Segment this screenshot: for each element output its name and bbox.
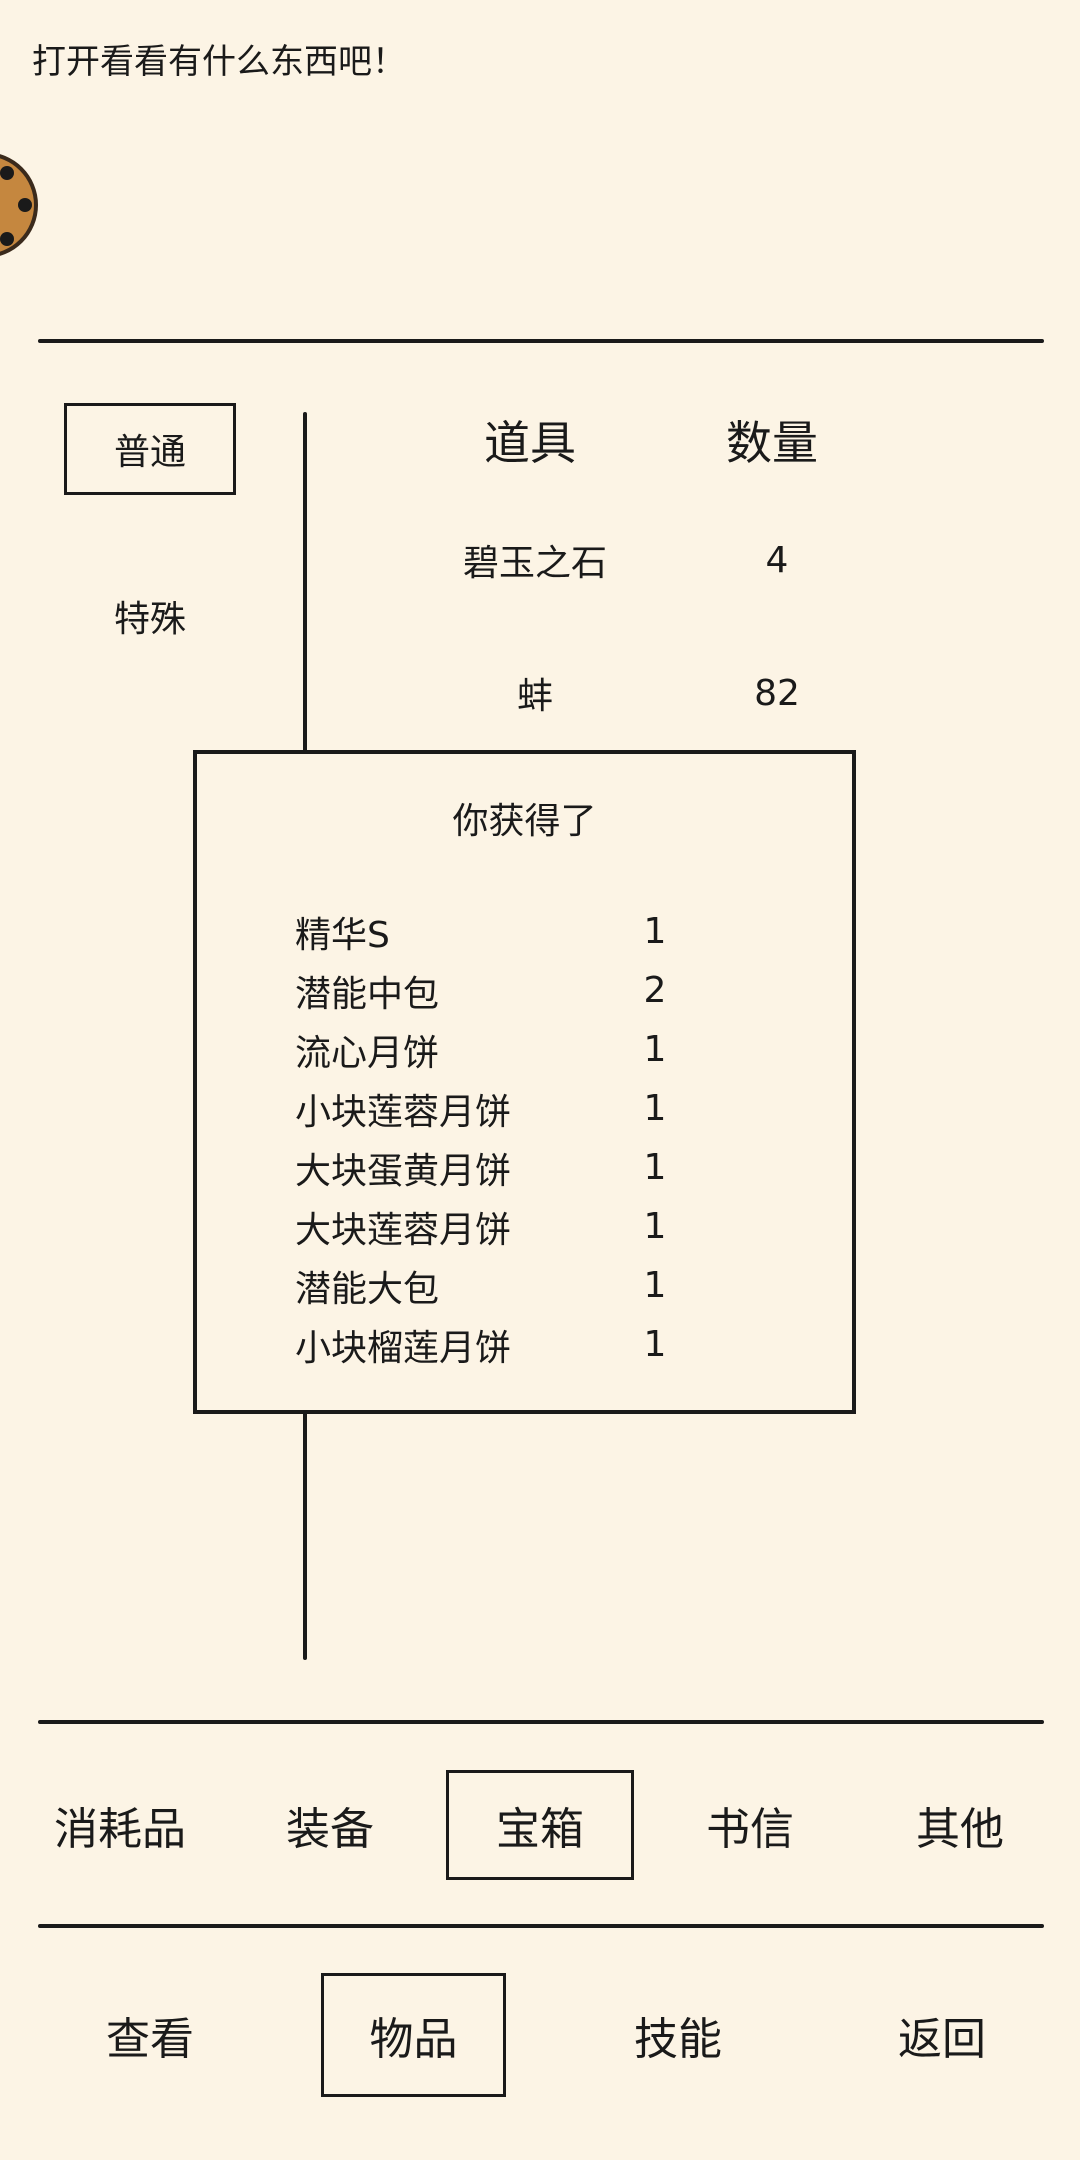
table-header-quantity: 数量	[726, 416, 818, 470]
reward-list: 精华S 1 潜能中包 2 流心月饼 1 小块莲蓉月饼 1 大块蛋黄月饼 1 大块…	[295, 902, 745, 1374]
message-text: 打开看看有什么东西吧！	[32, 42, 406, 82]
avatar[interactable]	[0, 142, 42, 268]
table-row-item-name[interactable]: 蚌	[516, 676, 553, 717]
reward-row: 流心月饼 1	[295, 1020, 745, 1079]
reward-row: 大块莲蓉月饼 1	[295, 1197, 745, 1256]
tab-chests[interactable]: 宝箱	[446, 1770, 634, 1880]
nav-back[interactable]: 返回	[898, 2014, 986, 2065]
reward-name: 小块榴莲月饼	[295, 1327, 512, 1369]
nav-items-label: 物品	[369, 2014, 458, 2065]
reward-qty: 1	[643, 1147, 667, 1188]
nav-skills[interactable]: 技能	[634, 2014, 722, 2065]
reward-name: 大块蛋黄月饼	[295, 1150, 512, 1192]
tab-consumables[interactable]: 消耗品	[54, 1804, 186, 1855]
item-tabs-top-divider	[38, 1720, 1044, 1724]
reward-qty: 1	[643, 1265, 667, 1306]
tab-equipment[interactable]: 装备	[286, 1804, 374, 1855]
reward-qty: 1	[643, 911, 667, 952]
reward-qty: 1	[643, 1206, 667, 1247]
reward-qty: 1	[643, 1029, 667, 1070]
reward-name: 大块莲蓉月饼	[295, 1209, 512, 1251]
category-tab-special[interactable]: 特殊	[64, 580, 236, 652]
category-tab-special-label: 特殊	[113, 599, 186, 640]
reward-row: 精华S 1	[295, 902, 745, 961]
reward-qty: 1	[643, 1324, 667, 1365]
top-divider	[38, 339, 1044, 343]
reward-name: 潜能中包	[295, 973, 440, 1015]
reward-name: 精华S	[295, 914, 390, 956]
reward-popup-title: 你获得了	[452, 801, 597, 842]
table-row-item-qty: 4	[765, 539, 789, 581]
tab-chests-label: 宝箱	[496, 1804, 584, 1855]
tab-letters[interactable]: 书信	[706, 1804, 794, 1855]
table-row-item-qty: 82	[754, 672, 800, 714]
category-tab-normal-label: 普通	[113, 432, 186, 473]
table-row-item-name[interactable]: 碧玉之石	[462, 543, 607, 584]
reward-row: 大块蛋黄月饼 1	[295, 1138, 745, 1197]
tab-other[interactable]: 其他	[916, 1804, 1004, 1855]
category-tab-normal[interactable]: 普通	[64, 403, 236, 495]
reward-name: 小块莲蓉月饼	[295, 1091, 512, 1133]
reward-row: 潜能中包 2	[295, 961, 745, 1020]
reward-qty: 1	[643, 1088, 667, 1129]
reward-name: 潜能大包	[295, 1268, 440, 1310]
table-header-item: 道具	[484, 416, 576, 470]
reward-row: 小块榴莲月饼 1	[295, 1315, 745, 1374]
bottom-nav-top-divider	[38, 1924, 1044, 1928]
reward-row: 小块莲蓉月饼 1	[295, 1079, 745, 1138]
reward-row: 潜能大包 1	[295, 1256, 745, 1315]
nav-view[interactable]: 查看	[106, 2014, 194, 2065]
reward-qty: 2	[643, 970, 667, 1011]
reward-name: 流心月饼	[295, 1032, 440, 1074]
reward-popup[interactable]: 你获得了 精华S 1 潜能中包 2 流心月饼 1 小块莲蓉月饼 1 大块蛋黄月饼…	[193, 750, 856, 1414]
nav-items[interactable]: 物品	[321, 1973, 506, 2097]
